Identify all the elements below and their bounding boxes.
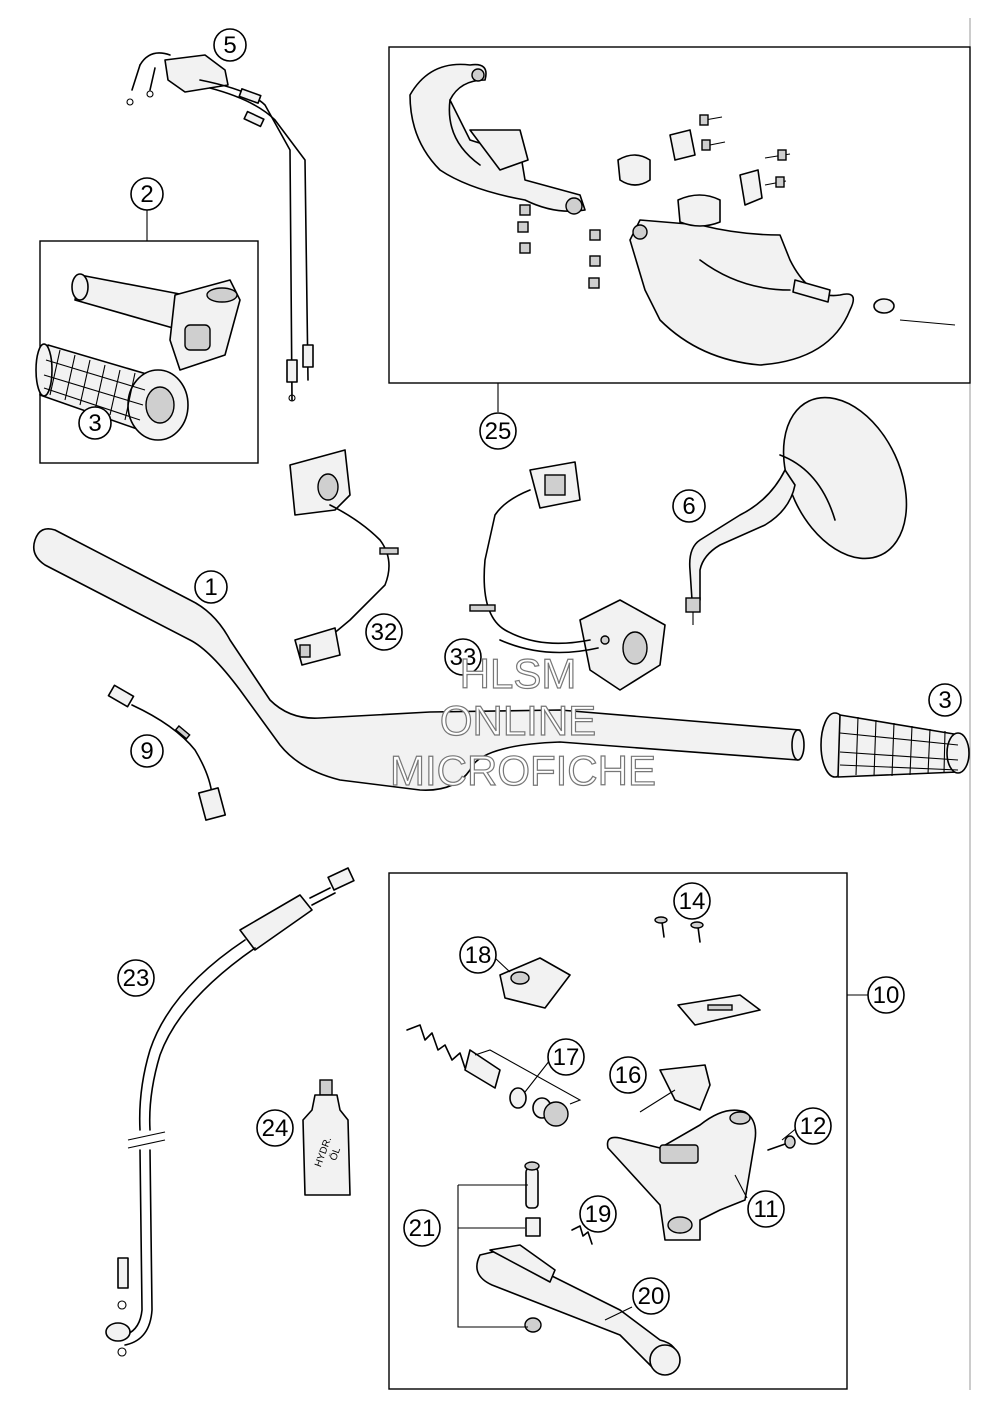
callout-label-5: 5: [223, 32, 236, 59]
callout-18: 18: [459, 936, 497, 974]
callout-6: 6: [672, 489, 706, 523]
callout-3-right: 3: [928, 683, 962, 717]
throttle-cable-part: [126, 52, 314, 402]
callout-label-25: 25: [485, 418, 512, 445]
callout-label-23: 23: [123, 965, 150, 992]
callout-12: 12: [794, 1107, 832, 1145]
callout-21: 21: [403, 1209, 441, 1247]
callout-label-10: 10: [873, 982, 900, 1009]
handlebar-part: [32, 527, 805, 791]
callout-label-20: 20: [638, 1283, 665, 1310]
throttle-tube-part: [71, 273, 241, 371]
callout-25: 25: [479, 412, 517, 450]
brake-hose-part: [105, 867, 355, 1357]
callout-label-3-left: 3: [88, 410, 101, 437]
callout-11: 11: [747, 1190, 785, 1228]
callout-label-11: 11: [754, 1196, 779, 1223]
callout-3-left: 3: [78, 406, 112, 440]
watermark-line1: HLSM: [460, 650, 577, 697]
callout-label-12: 12: [800, 1113, 827, 1140]
mirror-part: [685, 396, 908, 625]
hand-guard-frame: [388, 46, 971, 384]
callout-16: 16: [609, 1056, 647, 1094]
callout-label-2: 2: [140, 181, 153, 208]
master-cylinder-parts: [406, 916, 796, 1376]
callout-10: 10: [867, 976, 905, 1014]
callout-label-9: 9: [140, 738, 153, 765]
callout-9: 9: [130, 734, 164, 768]
callout-label-19: 19: [585, 1201, 612, 1228]
kill-switch-cable-part: [107, 684, 227, 821]
callout-23: 23: [117, 959, 155, 997]
right-switch-part: [469, 461, 666, 691]
watermark-line3: MICROFICHE: [390, 747, 656, 794]
callout-label-16: 16: [615, 1062, 642, 1089]
hydraulic-oil-bottle: HYDR. ÖL: [302, 1079, 351, 1196]
callout-label-3-right: 3: [938, 687, 951, 714]
callout-label-24: 24: [262, 1115, 289, 1142]
callout-19: 19: [579, 1195, 617, 1233]
callout-17: 17: [547, 1038, 585, 1076]
callout-label-32: 32: [371, 619, 398, 646]
hand-guard-clamps: [517, 114, 956, 326]
left-switch-part: [289, 449, 399, 666]
grip-rubber-right: [820, 712, 970, 778]
callout-14: 14: [673, 882, 711, 920]
hand-guard-right-part: [629, 219, 855, 366]
callout-1: 1: [194, 570, 228, 604]
callout-label-33: 33: [450, 644, 477, 671]
callout-33: 33: [444, 638, 482, 676]
callout-label-6: 6: [682, 493, 695, 520]
callout-24: 24: [256, 1109, 294, 1147]
master-cylinder-frame: [388, 872, 848, 1390]
grip-rubber-left: [35, 343, 189, 441]
callout-label-1: 1: [204, 574, 217, 601]
callout-label-21: 21: [409, 1215, 436, 1242]
watermark-line2: ONLINE: [440, 697, 596, 744]
bottle-label-line2: ÖL: [327, 1145, 343, 1162]
callout-label-14: 14: [679, 888, 706, 915]
callout-label-18: 18: [465, 942, 492, 969]
callout-label-17: 17: [553, 1044, 580, 1071]
watermark: HLSM ONLINE MICROFICHE: [389, 649, 656, 794]
callout-20: 20: [632, 1277, 670, 1315]
callout-32: 32: [365, 613, 403, 651]
leader-lines: [494, 957, 799, 1321]
callout-5: 5: [213, 28, 247, 62]
callout-2: 2: [130, 177, 164, 211]
hand-guard-left-part: [409, 63, 586, 215]
